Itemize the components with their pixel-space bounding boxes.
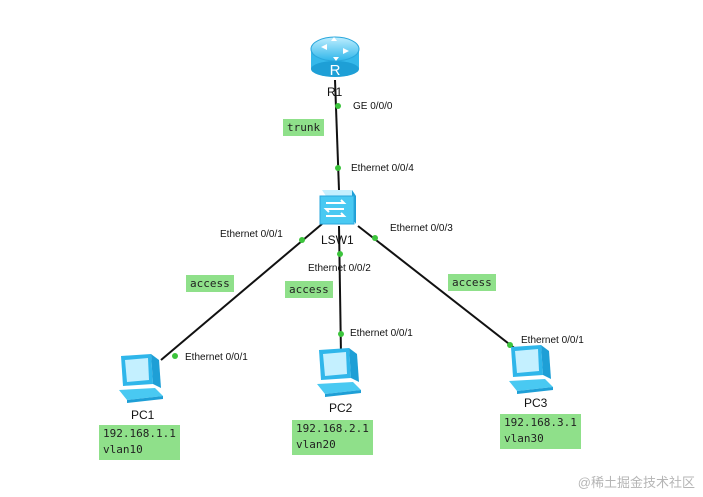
link-lsw1-pc3 (357, 225, 523, 355)
pc1-ip: 192.168.1.1 (103, 427, 176, 440)
port-dot-pc2 (338, 331, 344, 337)
pc1-vlan: vlan10 (103, 443, 143, 456)
pc2-info-box: 192.168.2.1 vlan20 (292, 420, 373, 455)
switch-port1-label: Ethernet 0/0/1 (220, 229, 283, 240)
port-dot-lsw1-uplink (335, 165, 341, 171)
link-mode-access-pc3: access (448, 274, 496, 291)
port-dot-r1 (335, 103, 341, 109)
pc3-vlan: vlan30 (504, 432, 544, 445)
pc3-label: PC3 (524, 396, 548, 410)
router-r1[interactable]: R (309, 33, 361, 79)
router-icon: R (310, 36, 360, 79)
pc-icon (509, 345, 553, 394)
pc2[interactable] (313, 346, 363, 398)
link-mode-access-pc1: access (186, 275, 234, 292)
router-port-label: GE 0/0/0 (353, 101, 393, 112)
switch-lsw1[interactable] (316, 186, 358, 228)
link-r1-lsw1 (334, 79, 340, 191)
pc3[interactable] (505, 343, 555, 395)
pc1-info-box: 192.168.1.1 vlan10 (99, 425, 180, 460)
svg-text:R: R (330, 62, 341, 79)
link-lsw1-pc1 (160, 223, 323, 361)
port-dot-lsw1-p3 (372, 235, 378, 241)
pc2-port-label: Ethernet 0/0/1 (350, 328, 413, 339)
pc1[interactable] (115, 352, 165, 404)
pc1-port-label: Ethernet 0/0/1 (185, 352, 248, 363)
pc2-ip: 192.168.2.1 (296, 422, 369, 435)
pc-icon (119, 354, 163, 403)
pc3-info-box: 192.168.3.1 vlan30 (500, 414, 581, 449)
pc3-port-label: Ethernet 0/0/1 (521, 335, 584, 346)
pc1-label: PC1 (131, 408, 155, 422)
port-dot-pc1 (172, 353, 178, 359)
port-dot-pc3 (507, 342, 513, 348)
link-mode-trunk: trunk (283, 119, 325, 136)
watermark: @稀土掘金技术社区 (577, 475, 695, 490)
port-dot-lsw1-p2 (337, 251, 343, 257)
switch-icon (319, 190, 356, 225)
pc2-label: PC2 (329, 401, 353, 415)
pc2-vlan: vlan20 (296, 438, 336, 451)
switch-label: LSW1 (321, 233, 354, 247)
pc3-ip: 192.168.3.1 (504, 416, 577, 429)
pc-icon (317, 348, 361, 397)
switch-uplink-port-label: Ethernet 0/0/4 (351, 163, 414, 174)
router-label: R1 (327, 85, 343, 99)
port-dot-lsw1-p1 (299, 237, 305, 243)
link-mode-access-pc2: access (285, 281, 333, 298)
switch-port3-label: Ethernet 0/0/3 (390, 223, 453, 234)
switch-port2-label: Ethernet 0/0/2 (308, 263, 371, 274)
